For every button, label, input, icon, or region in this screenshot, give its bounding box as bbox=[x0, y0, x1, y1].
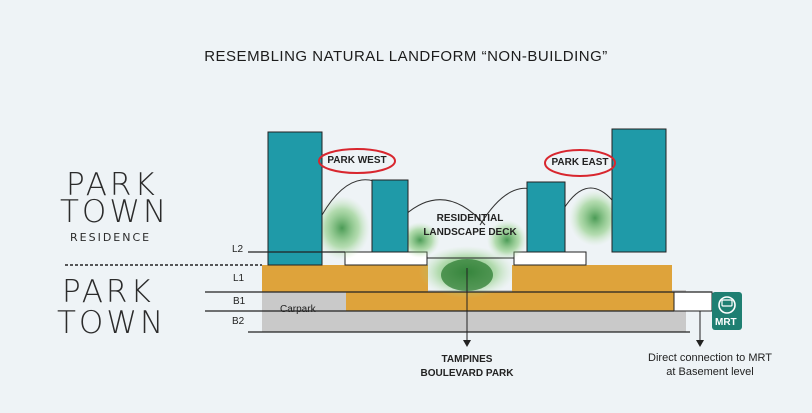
level-b1: B1 bbox=[233, 296, 246, 307]
level-l2: L2 bbox=[232, 244, 244, 255]
greenery-east-2 bbox=[487, 220, 527, 260]
level-b2: B2 bbox=[232, 316, 245, 327]
podium-l1-west bbox=[262, 265, 428, 292]
deck-label-line1: RESIDENTIAL bbox=[436, 213, 504, 224]
train-icon-window bbox=[721, 299, 733, 307]
tower-east-short bbox=[526, 181, 566, 253]
greenery-west-1 bbox=[314, 196, 370, 260]
landscape-deck-east bbox=[513, 251, 587, 266]
train-icon bbox=[718, 296, 736, 314]
view-arc-2 bbox=[404, 199, 486, 226]
tampines-label-line1: TAMPINES bbox=[441, 354, 493, 365]
brand-residence-line3: RESIDENCE bbox=[70, 231, 152, 244]
mrt-note-line2: at Basement level bbox=[666, 366, 754, 378]
carpark-label: Carpark bbox=[280, 304, 316, 315]
mrt-note-line1: Direct connection to MRT bbox=[648, 352, 772, 364]
mrt-link-corridor bbox=[673, 291, 713, 312]
podium-l1-east bbox=[512, 265, 672, 292]
greenery-west-2 bbox=[400, 222, 440, 258]
greenery-east-1 bbox=[569, 190, 621, 246]
tampines-arrow-head bbox=[463, 340, 471, 347]
mrt-badge-label: MRT bbox=[715, 317, 737, 328]
park-west-label: PARK WEST bbox=[327, 155, 387, 166]
brand-residence-line1: PARK bbox=[66, 167, 158, 203]
basement-b1-orange bbox=[346, 292, 674, 311]
deck-label-line2: LANDSCAPE DECK bbox=[423, 227, 517, 238]
level-l1: L1 bbox=[233, 273, 245, 284]
brand-town-line2: TOWN bbox=[57, 305, 167, 341]
park-east-ring bbox=[544, 149, 616, 177]
diagram-title: RESEMBLING NATURAL LANDFORM “NON-BUILDIN… bbox=[204, 48, 608, 65]
brand-residence-line2: TOWN bbox=[60, 194, 170, 230]
mrt-arrow-head bbox=[696, 340, 704, 347]
park-east-label: PARK EAST bbox=[551, 157, 609, 168]
brand-town-line1: PARK bbox=[62, 274, 154, 310]
tower-west-short bbox=[371, 179, 409, 253]
tower-east-tall bbox=[611, 128, 667, 253]
tower-west-tall bbox=[267, 131, 323, 266]
tampines-label-line2: BOULEVARD PARK bbox=[420, 368, 514, 379]
park-west-ring bbox=[318, 148, 396, 174]
